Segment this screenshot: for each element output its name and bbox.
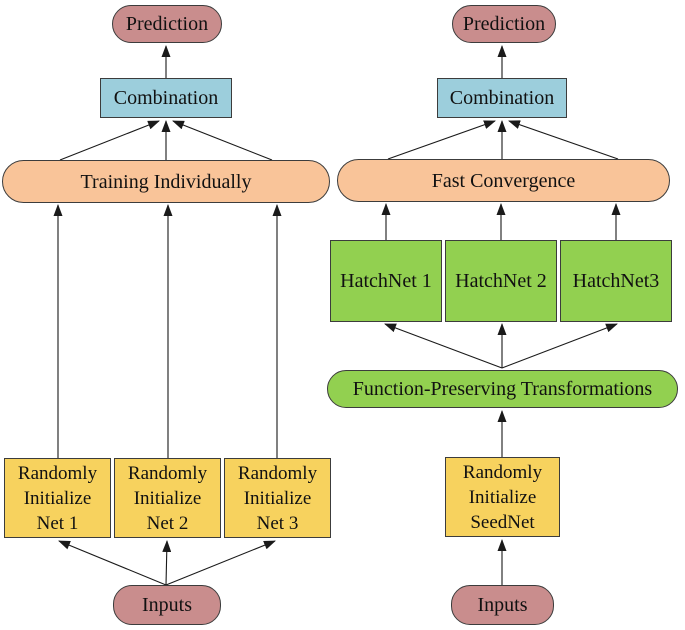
node-label-line: Randomly [237, 462, 318, 484]
node-label-line: Randomly [17, 462, 98, 484]
node-inputs-left: Inputs [113, 585, 221, 625]
node-label-line: SeedNet [470, 511, 535, 533]
arrows-right [381, 45, 621, 585]
node-label-line: Net 3 [256, 512, 299, 534]
node-label-line: Randomly [462, 461, 543, 483]
arrows-left [53, 45, 282, 586]
node-prediction-left: Prediction [112, 5, 222, 43]
node-label-line: Randomly [127, 462, 208, 484]
node-label-line: Initialize [23, 487, 92, 509]
node-inputs-right: Inputs [451, 585, 554, 625]
node-hatchnet-1: HatchNet 1 [330, 240, 442, 322]
node-label-line: Initialize [133, 487, 202, 509]
node-fast-convergence: Fast Convergence [337, 159, 670, 202]
node-hatchnet-3: HatchNet3 [560, 240, 672, 322]
node-combination-left: Combination [100, 78, 232, 118]
node-training-individually: Training Individually [2, 160, 330, 203]
node-label-line: Initialize [468, 486, 537, 508]
node-combination-right: Combination [437, 78, 567, 118]
node-function-preserving-transformations: Function-Preserving Transformations [327, 370, 678, 408]
node-hatchnet-2: HatchNet 2 [445, 240, 557, 322]
node-label-line: Net 2 [146, 512, 189, 534]
node-randomly-initialize-seednet: Randomly Initialize SeedNet [445, 457, 560, 537]
node-label-line: Net 1 [36, 512, 79, 534]
node-randomly-initialize-net3: Randomly Initialize Net 3 [224, 458, 331, 538]
node-prediction-right: Prediction [452, 5, 556, 43]
node-randomly-initialize-net2: Randomly Initialize Net 2 [114, 458, 221, 538]
node-label-line: Initialize [243, 487, 312, 509]
node-randomly-initialize-net1: Randomly Initialize Net 1 [4, 458, 111, 538]
